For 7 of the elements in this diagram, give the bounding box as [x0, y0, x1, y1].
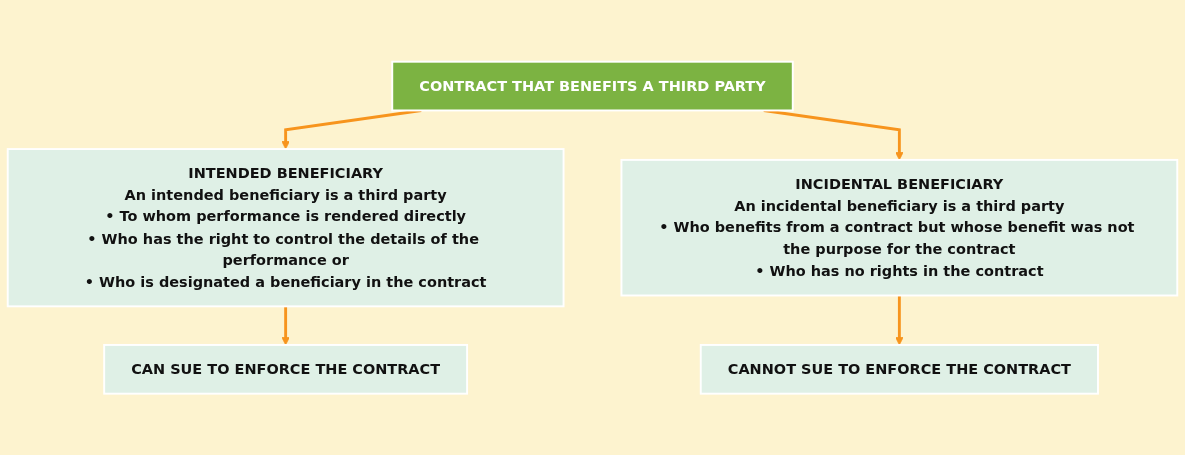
arrow [895, 295, 904, 346]
node-box: INTENDED BENEFICIARY An intended beneficiary is a third party • To whom performance is rendered directly • Who has the right to control the details of the performance or • Who is designated a beneficiary in the contract [6, 147, 565, 308]
node-box: CANNOT SUE TO ENFORCE THE CONTRACT [699, 343, 1099, 395]
node-box: CAN SUE TO ENFORCE THE CONTRACT [103, 343, 469, 395]
arrow [281, 306, 290, 346]
node-box: CONTRACT THAT BENEFITS A THIRD PARTY [391, 60, 794, 112]
node-box: INCIDENTAL BENEFICIARY An incidental beneficiary is a third party • Who benefits from a contract but whose benefit was not the purpose for the contract • Who has no rights in the contract [620, 158, 1179, 297]
